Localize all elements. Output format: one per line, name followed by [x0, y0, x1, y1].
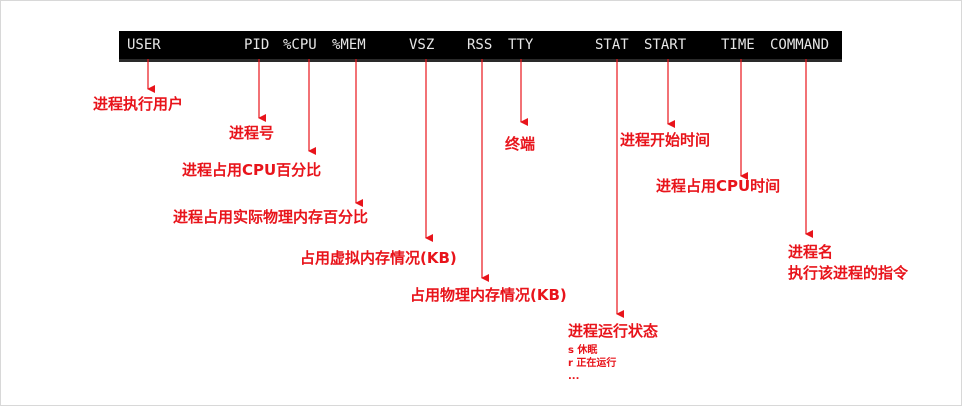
header-stat: STAT [595, 37, 629, 53]
header-tty: TTY [508, 37, 534, 53]
header-vsz: VSZ [409, 37, 435, 53]
label-pid: 进程号 [229, 124, 275, 142]
label-command-name: 进程名 [788, 243, 834, 261]
header-mem: %MEM [332, 37, 366, 53]
header-command: COMMAND [770, 37, 830, 53]
label-command-instruction: 执行该进程的指令 [788, 264, 909, 282]
label-start: 进程开始时间 [620, 131, 711, 149]
label-tty: 终端 [505, 135, 536, 153]
label-rss: 占用物理内存情况(KB) [410, 286, 567, 304]
header-cpu: %CPU [283, 37, 317, 53]
label-stat: 进程运行状态 [568, 322, 659, 340]
label-stat-more: ... [568, 371, 580, 382]
header-rss: RSS [467, 37, 493, 53]
header-user: USER [127, 37, 161, 53]
label-cpu: 进程占用CPU百分比 [182, 161, 322, 179]
label-stat-running: r 正在运行 [568, 358, 617, 369]
terminal-header-bar [119, 31, 842, 59]
label-mem: 进程占用实际物理内存百分比 [173, 208, 369, 226]
label-time: 进程占用CPU时间 [656, 177, 781, 195]
label-user: 进程执行用户 [93, 95, 184, 113]
header-time: TIME [721, 37, 755, 53]
label-vsz: 占用虚拟内存情况(KB) [300, 249, 457, 267]
label-stat-sleep: s 休眠 [568, 345, 598, 356]
terminal-bottom-edge [119, 59, 842, 62]
header-pid: PID [244, 37, 270, 53]
header-start: START [644, 37, 687, 53]
